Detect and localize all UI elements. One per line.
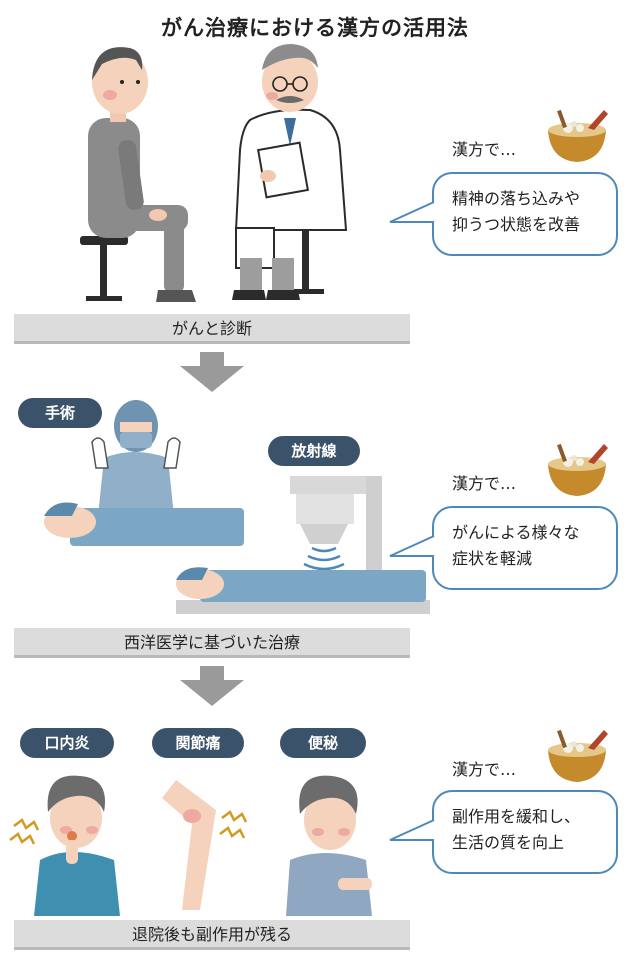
- label-pill: 放射線: [268, 436, 360, 466]
- kanpo-label: 漢方で…: [452, 760, 517, 779]
- label-pill: 手術: [18, 398, 102, 428]
- patient-figure: [88, 47, 196, 302]
- bubble-line: 生活の質を向上: [452, 833, 565, 852]
- bubble-line: 副作用を緩和し、: [452, 807, 581, 826]
- bubble-tail: [389, 819, 438, 841]
- label-pill: 便秘: [280, 728, 366, 758]
- section-banner: 西洋医学に基づいた治療: [14, 628, 410, 658]
- surgery-patient: [44, 502, 244, 546]
- treatment-illustration: [44, 400, 430, 614]
- radiation-patient: [176, 567, 426, 602]
- down-arrow-icon: [180, 666, 244, 706]
- herbal-bowl-icon: [548, 109, 608, 162]
- label-pill: 関節痛: [152, 728, 244, 758]
- doctor-figure: [232, 44, 348, 300]
- speech-bubble: がんによる様々な 症状を軽減: [432, 506, 618, 590]
- stomatitis-figure: [34, 775, 120, 916]
- bubble-line: 症状を軽減: [452, 549, 533, 568]
- diagnosis-illustration: [80, 44, 348, 302]
- constipation-figure: [286, 775, 372, 916]
- bubble-tail: [389, 201, 438, 223]
- speech-bubble: 副作用を緩和し、 生活の質を向上: [432, 790, 618, 874]
- page-title: がん治療における漢方の活用法: [161, 16, 469, 40]
- section-banner: がんと診断: [14, 314, 410, 344]
- radiation-machine: [176, 476, 430, 614]
- bubble-tail: [389, 535, 438, 557]
- kanpo-label: 漢方で…: [452, 140, 517, 159]
- joint-pain-leg: [162, 780, 216, 910]
- surgeon-figure: [91, 400, 181, 516]
- herbal-bowl-icon: [548, 729, 608, 782]
- label-pill: 口内炎: [20, 728, 114, 758]
- pain-zigzag-icon: [9, 818, 40, 845]
- herbal-bowl-icon: [548, 443, 608, 496]
- kanpo-label: 漢方で…: [452, 474, 517, 493]
- pain-zigzag-icon: [219, 810, 248, 839]
- section-banner: 退院後も副作用が残る: [14, 920, 410, 950]
- bubble-line: 精神の落ち込みや: [452, 189, 581, 208]
- bubble-line: 抑うつ状態を改善: [452, 215, 581, 234]
- speech-bubble: 精神の落ち込みや 抑うつ状態を改善: [432, 172, 618, 256]
- patient-stool: [80, 236, 128, 301]
- down-arrow-icon: [180, 352, 244, 392]
- bubble-line: がんによる様々な: [452, 523, 580, 542]
- side-effects-illustration: [9, 775, 372, 916]
